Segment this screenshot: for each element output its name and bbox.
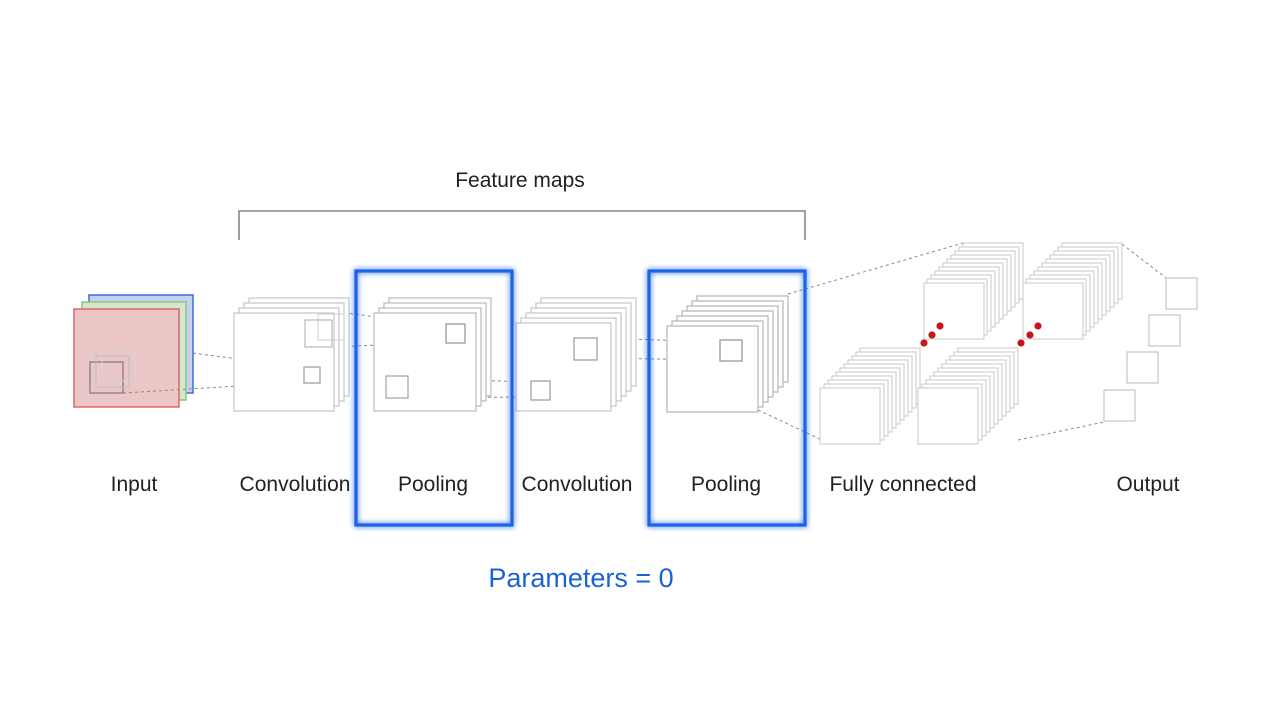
neuron-dot [1026, 331, 1034, 339]
fc-stack-bottom-right [917, 347, 1019, 445]
input-receptive-field [89, 361, 124, 394]
neuron-dot [920, 339, 928, 347]
input-image-stack [73, 294, 194, 408]
conv2-feature-maps [515, 297, 637, 412]
output-unit [1103, 389, 1136, 422]
conv1-feature-maps [233, 297, 350, 412]
fc-stacks [819, 242, 1123, 445]
neuron-dots [920, 322, 1042, 347]
output-label: Output [1116, 473, 1180, 496]
output-unit [1148, 314, 1181, 347]
feature-maps-bracket [238, 210, 806, 240]
input-label: Input [110, 473, 158, 496]
neuron-dot [928, 331, 936, 339]
pool2-highlight-box [647, 269, 807, 527]
neuron-dot [1017, 339, 1025, 347]
pool1-label: Pooling [397, 473, 469, 496]
pool2-feature-maps [666, 295, 789, 413]
fc-stack-bottom-left [819, 347, 921, 445]
output-units [1103, 277, 1198, 422]
fc-stack-top-right [1022, 242, 1123, 340]
conv1-label: Convolution [239, 473, 351, 496]
parameters-count: Parameters = 0 [488, 563, 674, 593]
pool1-highlight-box [354, 269, 514, 527]
fc-label: Fully connected [829, 473, 977, 496]
pool1-feature-maps [373, 297, 492, 412]
pool2-label: Pooling [690, 473, 762, 496]
output-unit [1165, 277, 1198, 310]
neuron-dot [936, 322, 944, 330]
conv2-label: Convolution [521, 473, 633, 496]
feature-maps-label: Feature maps [455, 169, 585, 192]
fc-stack-top-left [923, 242, 1024, 340]
neuron-dot [1034, 322, 1042, 330]
output-unit [1126, 351, 1159, 384]
